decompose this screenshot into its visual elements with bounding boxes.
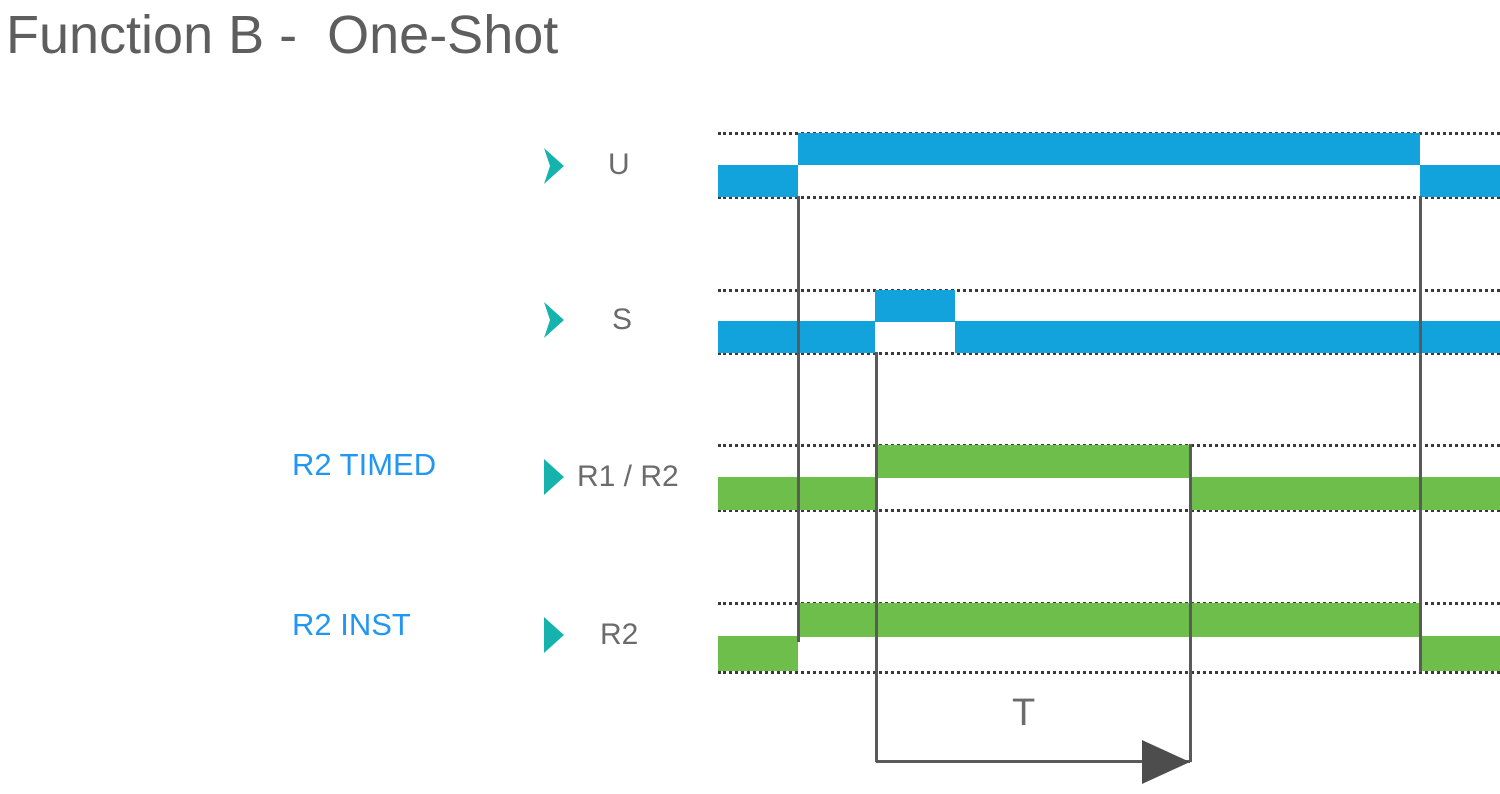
chevron-right-icon-u <box>541 146 567 186</box>
edge-marker-u-fall <box>1419 196 1422 672</box>
waveform-s-seg-high <box>875 290 955 322</box>
chevron-right-icon-r2 <box>541 615 567 655</box>
waveform-u-seg-high <box>798 133 1420 165</box>
gridline-r1r2-low <box>718 509 1500 512</box>
gridline-r2-low <box>718 671 1500 674</box>
duration-arrowhead-icon <box>1142 740 1190 784</box>
waveform-r1r2-seg-low-2 <box>1190 477 1500 510</box>
chevron-right-icon-r1r2 <box>541 457 567 497</box>
waveform-s-seg-low-2 <box>955 321 1500 353</box>
duration-rule <box>876 760 1190 763</box>
waveform-r2-seg-low-2 <box>1420 636 1500 671</box>
edge-marker-u-rise <box>797 196 800 642</box>
duration-label: T <box>1012 692 1036 734</box>
waveform-u-seg-low-1 <box>718 165 798 197</box>
gridline-s-low <box>718 352 1500 355</box>
side-label-r2-inst: R2 INST <box>292 607 411 642</box>
gridline-u-low <box>718 196 1500 199</box>
waveform-r2-seg-low-1 <box>718 636 798 671</box>
chevron-right-icon-s <box>541 300 567 340</box>
waveform-u-seg-low-2 <box>1420 165 1500 197</box>
waveform-r1r2-seg-high <box>876 445 1190 478</box>
signal-label-r1-r2: R1 / R2 <box>577 460 679 493</box>
signal-label-u: U <box>608 148 630 181</box>
gridline-s-high <box>718 289 1500 292</box>
edge-marker-trigger <box>875 352 878 762</box>
signal-label-s: S <box>612 303 633 336</box>
signal-label-r2: R2 <box>600 618 639 651</box>
edge-marker-timer-end <box>1189 444 1192 762</box>
waveform-r2-seg-high <box>798 603 1420 637</box>
waveform-s-seg-low-1 <box>718 321 875 353</box>
page-title: Function B - One-Shot <box>6 5 559 65</box>
side-label-r2-timed: R2 TIMED <box>292 447 437 482</box>
